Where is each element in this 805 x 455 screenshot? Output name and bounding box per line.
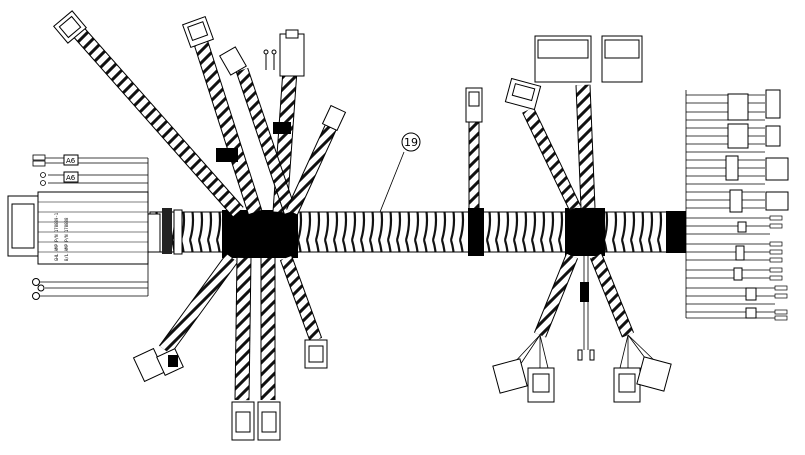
left-lower-wires (40, 264, 149, 297)
right-upper-connectors (504, 35, 643, 111)
upper-connector-left (181, 15, 215, 49)
left-main-connector: GHL AMP P/N 178889-1 B/L AMP P/N 178888 (7, 191, 149, 265)
connector-part-number-1: GHL AMP P/N 178889-1 (54, 212, 59, 261)
clip-upper-1 (216, 148, 238, 162)
upper-connector-center (219, 29, 305, 77)
left-upper-terminals (32, 154, 46, 186)
clip-lower (168, 355, 178, 367)
right-fanout-connectors (725, 89, 789, 319)
left-lower-ring-terminals (32, 278, 45, 300)
right-lower-wires (511, 256, 657, 369)
right-fanout-terminals (769, 215, 788, 321)
tag-label-1: A6 (66, 157, 76, 165)
connector-part-number-2: B/L AMP P/N 178888 (64, 217, 69, 261)
right-upper-branches (522, 84, 596, 211)
junction-block-middle (468, 208, 484, 256)
clip-upper-2 (273, 122, 291, 134)
middle-branch (465, 87, 483, 208)
junction-block-left (222, 210, 298, 258)
tag-label-2: A6 (66, 174, 76, 182)
trunk-end-cap (666, 211, 686, 253)
lower-connectors (132, 339, 328, 441)
callout-19: 19 (379, 132, 421, 213)
right-lower-connectors (492, 349, 672, 403)
junction-block-right (565, 208, 605, 256)
lower-branches (158, 253, 323, 401)
right-lower-branches (533, 253, 635, 338)
upper-connector-far-left (53, 10, 87, 44)
left-upper-wires (45, 157, 149, 192)
inline-fuse (580, 282, 589, 302)
callout-number: 19 (404, 136, 418, 149)
upper-branches (69, 23, 341, 217)
tag-group: A6 A6 (63, 154, 79, 183)
right-wire-fanout (685, 90, 775, 319)
upper-connector-right (321, 104, 347, 132)
